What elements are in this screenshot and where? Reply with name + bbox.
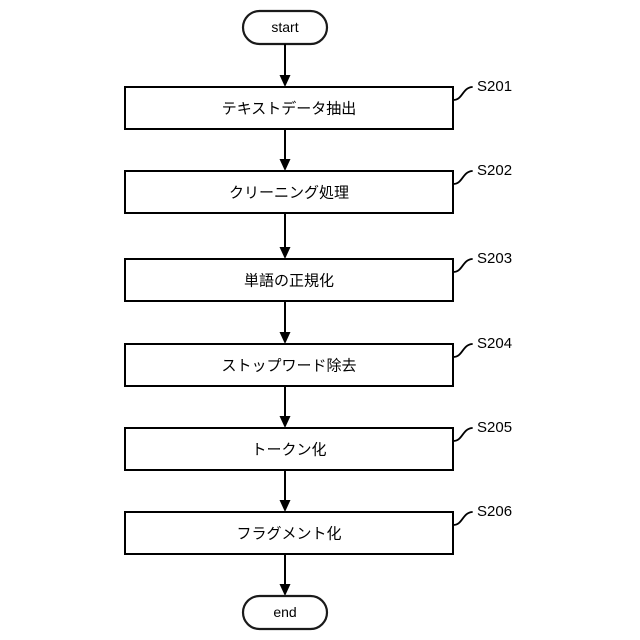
leader-line-5 — [452, 427, 473, 442]
process-box-6-label: フラグメント化 — [236, 525, 341, 543]
process-box-2-label: クリーニング処理 — [229, 184, 349, 202]
process-box-4-label: ストップワード除去 — [221, 357, 356, 375]
leader-line-1 — [452, 86, 473, 101]
step-tag-5: S205 — [477, 419, 512, 436]
connector-step-6-to-end — [279, 554, 291, 596]
connector-step-4-to-step-5 — [279, 386, 291, 428]
step-tag-6: S206 — [477, 503, 512, 520]
connector-step-2-to-step-3 — [279, 213, 291, 259]
start-node[interactable]: start — [241, 9, 329, 46]
step-tag-1: S201 — [477, 78, 512, 95]
process-box-4-shape — [124, 343, 454, 387]
process-box-3-label: 単語の正規化 — [244, 272, 334, 290]
connector-start-to-step-1 — [279, 44, 291, 87]
connector-step-3-to-step-4 — [279, 301, 291, 344]
process-box-1[interactable]: テキストデータ抽出 — [124, 86, 454, 130]
process-box-2[interactable]: クリーニング処理 — [124, 170, 454, 214]
step-tag-4: S204 — [477, 335, 512, 352]
connector-step-1-to-step-2 — [279, 129, 291, 171]
process-box-3[interactable]: 単語の正規化 — [124, 258, 454, 302]
end-node[interactable]: end — [241, 594, 329, 631]
process-box-5[interactable]: トークン化 — [124, 427, 454, 471]
leader-line-2 — [452, 170, 473, 185]
process-box-6[interactable]: フラグメント化 — [124, 511, 454, 555]
connector-step-5-to-step-6 — [279, 470, 291, 512]
process-box-1-label: テキストデータ抽出 — [222, 100, 357, 118]
end-node-shape — [241, 594, 329, 631]
start-node-label: start — [271, 19, 298, 35]
step-tag-3: S203 — [477, 250, 512, 267]
leader-line-6 — [452, 511, 473, 526]
end-node-label: end — [273, 604, 296, 620]
process-box-3-shape — [124, 258, 454, 302]
step-tag-2: S202 — [477, 162, 512, 179]
process-box-1-shape — [124, 86, 454, 130]
process-box-5-shape — [124, 427, 454, 471]
process-box-2-shape — [124, 170, 454, 214]
process-box-6-shape — [124, 511, 454, 555]
leader-line-4 — [452, 343, 473, 358]
leader-line-3 — [452, 258, 473, 273]
process-box-5-label: トークン化 — [251, 441, 326, 459]
process-box-4[interactable]: ストップワード除去 — [124, 343, 454, 387]
